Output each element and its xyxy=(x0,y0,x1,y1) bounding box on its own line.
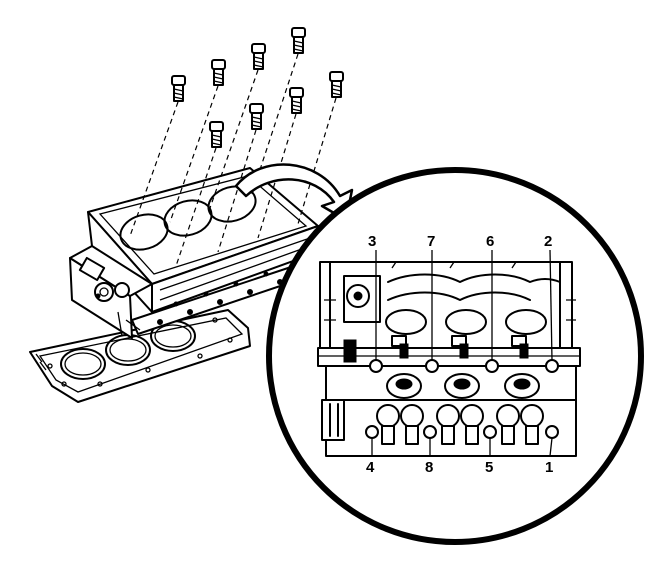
bolt-label: 8 xyxy=(425,459,433,476)
bolt-label: 3 xyxy=(368,233,376,250)
bolt-sequence-labels: 3 7 6 2 4 8 5 1 xyxy=(366,233,553,476)
head-bolt xyxy=(129,75,186,237)
head-bolt xyxy=(297,71,344,225)
bolt-label: 5 xyxy=(485,459,493,476)
head-bolt xyxy=(251,27,306,195)
bolt-label: 2 xyxy=(544,233,552,250)
head-bolt xyxy=(209,43,266,209)
bolt-label: 1 xyxy=(545,459,553,476)
label-leader-lines xyxy=(371,249,553,457)
cylinder-head-top-view xyxy=(317,261,581,457)
bolt-label: 7 xyxy=(427,233,435,250)
bolt-label: 6 xyxy=(486,233,494,250)
head-bolt xyxy=(169,59,226,223)
bolt-label: 4 xyxy=(366,459,375,476)
cylinder-head xyxy=(69,167,319,339)
head-bolt xyxy=(217,103,264,253)
head-bolt xyxy=(175,121,224,267)
